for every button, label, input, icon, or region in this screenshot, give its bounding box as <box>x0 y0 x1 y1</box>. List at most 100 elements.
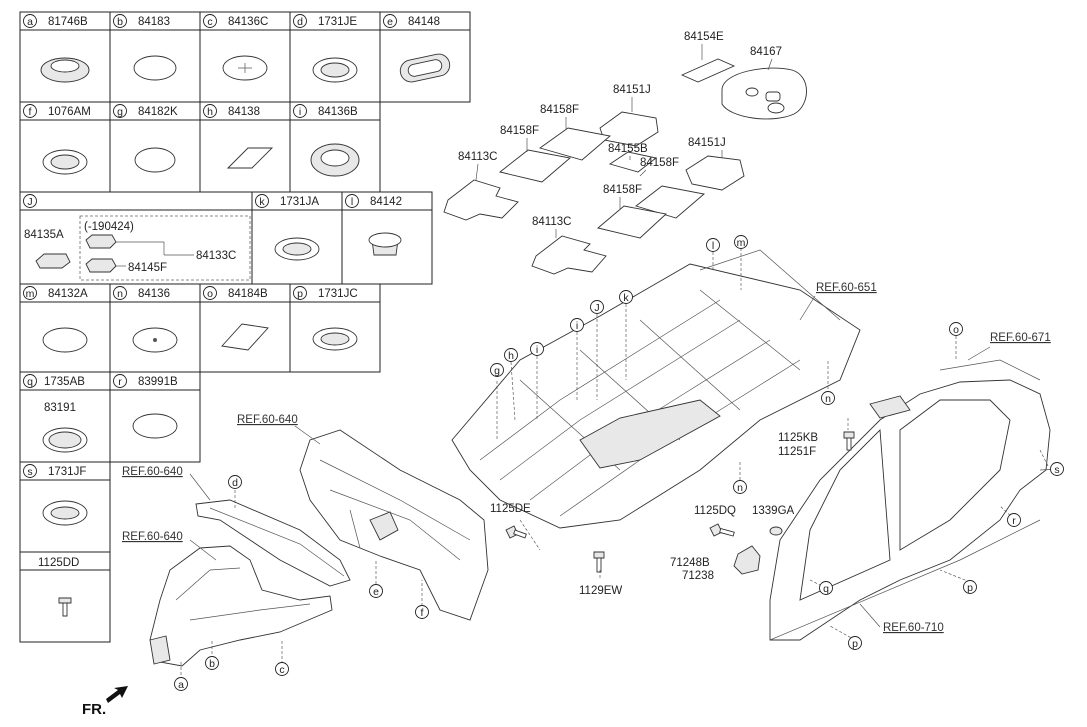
cell-code: 84142 <box>370 196 402 208</box>
callout-circle <box>23 374 37 388</box>
callout-circle <box>949 322 963 336</box>
cell-letter: a <box>23 14 37 28</box>
callout-letter: n <box>737 482 743 494</box>
callout-letter: i <box>536 344 538 356</box>
callout-letter: e <box>373 586 379 598</box>
callout-circle <box>113 104 127 118</box>
callout-circle <box>174 677 188 691</box>
mat-leader <box>767 58 773 71</box>
callout-s: s <box>1050 462 1064 476</box>
callout-letter: k <box>259 196 265 208</box>
callout-circle <box>530 342 544 356</box>
callout-letter: i <box>576 320 578 332</box>
j-sub-a: 84145F <box>128 262 167 274</box>
callout-p: p <box>963 580 977 594</box>
mat-label: 84155B <box>608 143 648 155</box>
j-date: (-190424) <box>84 221 134 233</box>
callout-circle <box>23 14 37 28</box>
j-left-code: 84135A <box>24 229 64 241</box>
callout-letter: n <box>825 393 831 405</box>
callout-letter: r <box>1012 515 1016 527</box>
callout-circle <box>821 391 835 405</box>
cell-code: 1731JA <box>280 196 319 208</box>
bottom-code: 1125DD <box>38 557 79 569</box>
cell-code: 84138 <box>228 106 260 118</box>
callout-letter: J <box>594 302 599 314</box>
table-cell-header: i 84136B <box>293 104 358 118</box>
callout-circle <box>490 363 504 377</box>
callout-circle <box>1007 513 1021 527</box>
mat-leader <box>475 163 479 181</box>
part-84135a <box>35 253 71 269</box>
callout-circle <box>590 300 604 314</box>
mat-label: 84151J <box>688 137 726 149</box>
cell-code: 1076AM <box>48 106 91 118</box>
callout-circle <box>23 194 37 208</box>
mat-labels: 84154E8416784151J84158F84158F84113C84155… <box>458 31 782 238</box>
callout-l: l <box>706 238 720 252</box>
callout-n: n <box>733 480 747 494</box>
callout-letter: g <box>117 106 123 118</box>
ref-labels: REF.60-651REF.60-671REF.60-640REF.60-640… <box>122 282 1051 634</box>
part-84133c-a <box>85 234 117 249</box>
callout-circle <box>848 636 862 650</box>
callout-J: J <box>590 300 604 314</box>
callout-letter: a <box>178 679 184 691</box>
cell-code: 1735AB <box>44 376 85 388</box>
callout-circle <box>1050 462 1064 476</box>
floor-pan <box>451 249 861 529</box>
callout-letter: l <box>712 240 714 252</box>
table-part-drawings <box>40 53 451 617</box>
callout-letter: q <box>27 376 33 388</box>
cell-code: 84136B <box>318 106 358 118</box>
cell-code: 84132A <box>48 288 88 300</box>
mat-84167 <box>721 67 807 120</box>
fastener-label: 71248B <box>670 557 710 569</box>
callout-letter: f <box>421 607 424 619</box>
table-cell-header: J <box>23 194 37 208</box>
mat-84151j-b <box>685 155 745 191</box>
cell-letter: r <box>113 374 127 388</box>
callout-letter: e <box>387 16 393 28</box>
fastener-label: 1125DQ <box>694 505 736 517</box>
callout-f: f <box>415 605 429 619</box>
part-84145f <box>85 258 117 273</box>
table-cell-header: q 1735AB <box>23 374 85 388</box>
cell-letter: q <box>23 374 37 388</box>
ref-label: REF.60-640 <box>237 414 298 426</box>
mat-84151j-a <box>599 111 659 147</box>
mat-label: 84113C <box>458 151 497 163</box>
fastener-label: 11251F <box>778 446 816 458</box>
cell-letter: o <box>203 286 217 300</box>
callout-circle <box>23 286 37 300</box>
cell-code: 1731JF <box>48 466 86 478</box>
callout-circle <box>203 14 217 28</box>
mat-84113c-a <box>443 179 519 221</box>
callout-m: m <box>734 235 748 249</box>
callout-circle <box>203 286 217 300</box>
floor-mats <box>443 58 807 275</box>
callout-letter: p <box>967 582 973 594</box>
callout-circle <box>113 286 127 300</box>
front-arrow: FR. <box>82 686 128 718</box>
cell-letter: m <box>23 286 37 300</box>
cell-code: 84136 <box>138 288 170 300</box>
cell-letter: p <box>293 286 307 300</box>
callout-letter: h <box>508 350 514 362</box>
mat-label: 84158F <box>500 125 539 137</box>
cell-letter: J <box>23 194 37 208</box>
callout-circle <box>369 584 383 598</box>
fastener-label: 1125KB <box>778 432 818 444</box>
cell-letter: i <box>293 104 307 118</box>
callout-letter: b <box>117 16 123 28</box>
callout-circle <box>963 580 977 594</box>
callout-letter: b <box>209 658 215 670</box>
side-body <box>769 359 1051 641</box>
callout-letter: J <box>27 196 32 208</box>
